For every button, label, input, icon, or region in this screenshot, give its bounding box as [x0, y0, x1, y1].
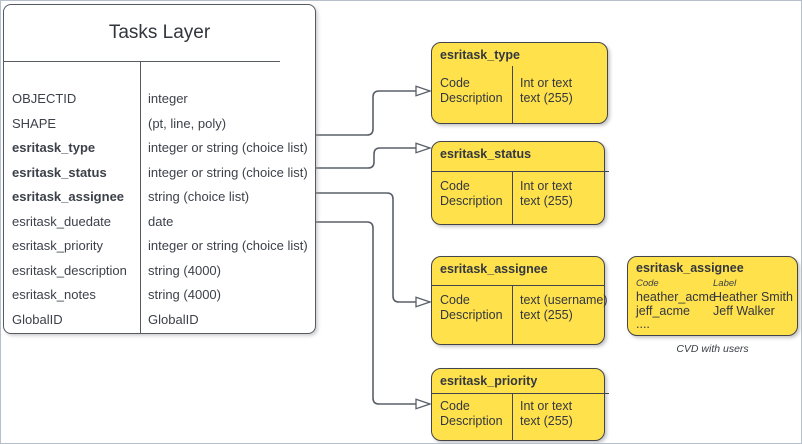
field-type: GlobalID — [148, 311, 199, 327]
domain-field: Code — [440, 293, 470, 307]
connector-esritask-status — [316, 147, 416, 169]
field-row: esritask_notes string (4000) — [4, 283, 315, 308]
field-rows: OBJECTID integer SHAPE (pt, line, poly) es… — [4, 87, 315, 332]
column-divider — [512, 393, 513, 440]
domain-box-esritask-assignee: esritask_assignee Code Description text … — [431, 256, 608, 345]
domain-types: Int or text text (255) — [520, 76, 573, 106]
title-divider — [4, 61, 280, 62]
field-type: string (4000) — [148, 262, 221, 278]
field-type: string (4000) — [148, 287, 221, 302]
connector-esritask-assignee — [316, 192, 416, 303]
title-divider — [431, 285, 605, 286]
domain-type: text (255) — [520, 91, 573, 105]
field-name: SHAPE — [12, 115, 57, 131]
domain-box-esritask-type: esritask_type Code Description Int or te… — [431, 42, 608, 124]
field-row: esritask_assignee string (choice list) — [4, 185, 315, 210]
cvd-label-header: Label — [713, 278, 737, 289]
column-divider — [140, 61, 141, 333]
field-name: esritask_duedate — [12, 213, 112, 229]
column-divider — [512, 66, 513, 123]
domain-field: Code — [440, 399, 470, 413]
domain-field: Code — [440, 76, 470, 90]
cvd-label: Heather Smith — [713, 290, 793, 304]
domain-title: esritask_priority — [440, 374, 538, 388]
domain-type: Int or text — [520, 399, 573, 413]
cvd-code: jeff_acme — [636, 304, 690, 318]
connector-esritask-priority — [316, 221, 416, 405]
domain-types: text (username) text (255) — [520, 293, 608, 323]
domain-title: esritask_type — [440, 48, 520, 62]
domain-type: Int or text — [520, 179, 573, 193]
cvd-title: esritask_assignee — [636, 261, 744, 275]
domain-title: esritask_status — [440, 147, 532, 161]
table-title: Tasks Layer — [108, 22, 211, 43]
field-name: GlobalID — [12, 311, 63, 327]
domain-box-esritask-status: esritask_status Code Description Int or … — [431, 141, 609, 225]
domain-field: Description — [440, 414, 503, 428]
domain-fields: Code Description — [440, 76, 503, 106]
cvd-caption: CVD with users — [676, 343, 749, 355]
column-divider — [512, 171, 513, 224]
domain-type: text (username) — [520, 293, 608, 307]
domain-field: Code — [440, 179, 470, 193]
arrowhead-icon — [415, 85, 433, 97]
column-divider — [512, 285, 513, 344]
field-name: OBJECTID — [12, 91, 77, 106]
field-row: OBJECTID integer — [4, 87, 315, 112]
field-type: integer — [148, 91, 188, 106]
cvd-code: heather_acme — [636, 290, 716, 304]
field-type: integer or string (choice list) — [148, 164, 308, 180]
cvd-users-box: esritask_assignee Code Label heather_acm… — [627, 256, 798, 336]
domain-types: Int or text text (255) — [520, 179, 573, 209]
field-row: SHAPE (pt, line, poly) — [4, 112, 315, 137]
field-type: integer or string (choice list) — [148, 140, 308, 155]
connector-esritask-type — [316, 90, 416, 136]
domain-fields: Code Description — [440, 399, 503, 429]
domain-type: text (255) — [520, 194, 573, 208]
arrowhead-icon — [415, 398, 433, 410]
cvd-label: Jeff Walker — [713, 304, 775, 318]
domain-type: text (255) — [520, 414, 573, 428]
field-name: esritask_assignee — [12, 189, 125, 204]
field-type: string (choice list) — [148, 189, 250, 204]
field-row: esritask_priority integer or string (choi… — [4, 234, 315, 259]
field-name: esritask_status — [12, 164, 107, 180]
cvd-ellipsis: .... — [636, 317, 650, 331]
field-name: esritask_notes — [12, 287, 96, 302]
field-type: integer or string (choice list) — [148, 238, 308, 253]
domain-fields: Code Description — [440, 179, 503, 209]
field-name: esritask_type — [12, 140, 96, 155]
domain-type: Int or text — [520, 76, 573, 90]
arrowhead-icon — [415, 296, 433, 308]
domain-fields: Code Description — [440, 293, 503, 323]
field-type: (pt, line, poly) — [148, 115, 227, 131]
domain-types: Int or text text (255) — [520, 399, 573, 429]
field-row: GlobalID GlobalID — [4, 308, 315, 333]
domain-field: Description — [440, 194, 503, 208]
title-divider — [431, 393, 609, 394]
field-name: esritask_description — [12, 262, 127, 278]
domain-field: Description — [440, 308, 503, 322]
tasks-layer-table: Tasks Layer OBJECTID integer SHAPE (pt, li… — [3, 4, 316, 334]
field-row: esritask_type integer or string (choice l… — [4, 136, 315, 161]
field-type: date — [148, 213, 174, 229]
field-name: esritask_priority — [12, 238, 104, 253]
title-divider — [431, 171, 609, 172]
field-row: esritask_duedate date — [4, 210, 315, 235]
field-row: esritask_status integer or string (choice… — [4, 161, 315, 186]
cvd-code-header: Code — [636, 278, 659, 289]
field-row: esritask_description string (4000) — [4, 259, 315, 284]
domain-field: Description — [440, 91, 503, 105]
domain-title: esritask_assignee — [440, 262, 548, 276]
domain-type: text (255) — [520, 308, 573, 322]
domain-box-esritask-priority: esritask_priority Code Description Int o… — [431, 368, 609, 441]
arrowhead-icon — [415, 142, 433, 154]
